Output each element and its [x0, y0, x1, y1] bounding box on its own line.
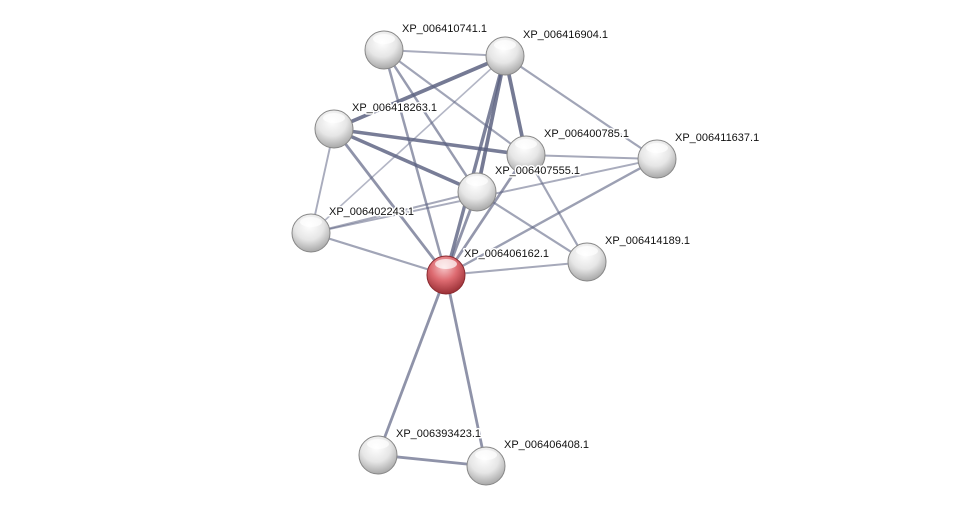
edge-XP_006416904.1-XP_006411637.1[interactable] [504, 55, 658, 160]
node-label: XP_006416904.1 [523, 29, 608, 41]
edge-XP_006410741.1-XP_006406162.1[interactable] [382, 49, 448, 276]
node-label: XP_006402243.1 [329, 206, 414, 218]
node-XP_006406408.1[interactable]: XP_006406408.1 [466, 438, 591, 486]
edge-XP_006418263.1-XP_006406162.1[interactable] [332, 128, 448, 276]
node-XP_006393423.1[interactable]: XP_006393423.1 [358, 427, 483, 475]
edge-XP_006406162.1-XP_006406408.1[interactable] [444, 274, 488, 467]
edge-XP_006400785.1-XP_006411637.1[interactable] [525, 154, 658, 160]
node-XP_006407555.1[interactable]: XP_006407555.1 [457, 164, 582, 212]
node-highlight [367, 439, 389, 449]
node-label: XP_006406162.1 [464, 248, 549, 260]
edge-XP_006410741.1-XP_006400785.1[interactable] [383, 49, 527, 156]
edge-XP_006406162.1-XP_006393423.1[interactable] [376, 274, 448, 456]
node-XP_006414189.1[interactable]: XP_006414189.1 [567, 234, 692, 282]
node-highlight [323, 113, 345, 123]
edge-XP_006406162.1-XP_006414189.1[interactable] [445, 261, 588, 276]
node-highlight [475, 450, 497, 460]
edge-XP_006400785.1-XP_006414189.1[interactable] [525, 154, 588, 263]
node-highlight [373, 34, 395, 44]
node-highlight [576, 246, 598, 256]
node-highlight [300, 217, 322, 227]
node-label: XP_006407555.1 [495, 165, 580, 177]
node-highlight [466, 176, 488, 186]
node-XP_006402243.1[interactable]: XP_006402243.1 [291, 205, 416, 253]
node-highlight [494, 40, 516, 50]
edge-XP_006411637.1-XP_006406162.1[interactable] [445, 157, 658, 277]
node-XP_006411637.1[interactable]: XP_006411637.1 [637, 131, 761, 179]
edge-XP_006410741.1-XP_006407555.1[interactable] [382, 49, 479, 193]
node-label: XP_006400785.1 [544, 128, 629, 140]
node-label: XP_006410741.1 [402, 23, 487, 35]
node-highlight [515, 139, 537, 149]
node-highlight [435, 259, 457, 269]
node-label: XP_006418263.1 [352, 102, 437, 114]
edge-XP_006416904.1-XP_006418263.1[interactable] [333, 54, 506, 131]
edge-XP_006418263.1-XP_006400785.1[interactable] [333, 127, 527, 157]
node-XP_006416904.1[interactable]: XP_006416904.1 [485, 28, 610, 76]
edge-XP_006416904.1-XP_006402243.1[interactable] [310, 55, 506, 234]
node-highlight [646, 143, 668, 153]
node-XP_006410741.1[interactable]: XP_006410741.1 [364, 22, 489, 70]
node-label: XP_006411637.1 [675, 132, 759, 144]
node-label: XP_006414189.1 [605, 235, 690, 247]
edge-XP_006402243.1-XP_006406162.1[interactable] [310, 231, 447, 277]
node-label: XP_006393423.1 [396, 428, 481, 440]
edge-XP_006418263.1-XP_006407555.1[interactable] [333, 127, 478, 194]
node-XP_006400785.1[interactable]: XP_006400785.1 [506, 127, 631, 175]
node-XP_006406162.1[interactable]: XP_006406162.1 [426, 247, 551, 295]
edge-XP_006400785.1-XP_006406162.1[interactable] [444, 154, 528, 276]
node-label: XP_006406408.1 [504, 439, 589, 451]
edge-XP_006410741.1-XP_006416904.1[interactable] [383, 49, 506, 57]
node-XP_006418263.1[interactable]: XP_006418263.1 [314, 101, 439, 149]
edge-XP_006416904.1-XP_006406162.1[interactable] [444, 55, 507, 276]
